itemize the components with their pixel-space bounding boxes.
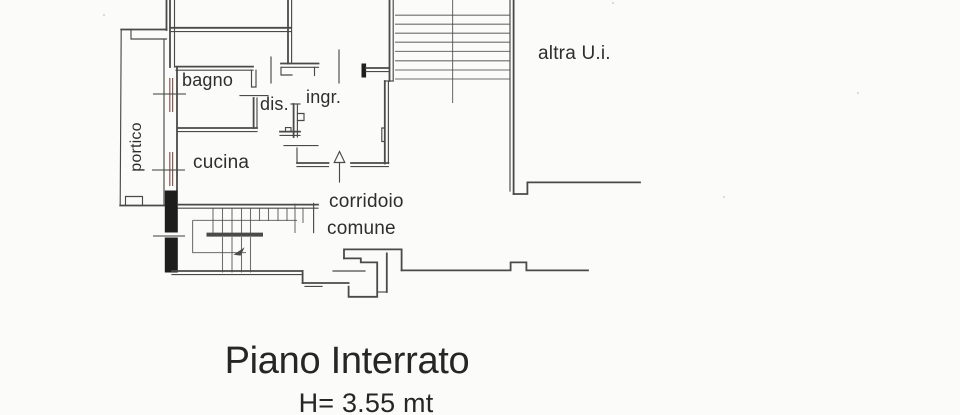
staircase-interior	[192, 202, 315, 273]
stair-direction-arrow-icon	[233, 247, 245, 256]
room-label-dis: dis.	[260, 94, 289, 114]
portico-walls	[119, 0, 178, 207]
top-wall	[169, 26, 292, 33]
scan-specks	[103, 2, 859, 198]
bagno-walls	[175, 65, 269, 133]
ceiling-height-note: H= 3.55 mt	[298, 388, 434, 415]
bottom-walls	[171, 248, 589, 298]
staircase-top-right	[395, 0, 641, 195]
wall-fills	[164, 63, 367, 273]
room-label-cucina: cucina	[193, 152, 250, 173]
floor-title: Piano Interrato	[224, 340, 470, 382]
window-marks	[152, 78, 186, 237]
room-label-bagno: bagno	[182, 70, 234, 90]
room-label-portico: portico	[128, 122, 145, 172]
room-label-corridoio: corridoio	[329, 191, 404, 212]
room-label-altra-ui: altra U.i.	[538, 43, 611, 64]
corridoio-walls	[296, 162, 390, 168]
room-label-comune: comune	[327, 218, 396, 239]
ingresso-walls	[270, 0, 394, 165]
room-label-ingresso: ingr.	[306, 87, 342, 107]
entry-arrow-icon	[333, 150, 346, 183]
